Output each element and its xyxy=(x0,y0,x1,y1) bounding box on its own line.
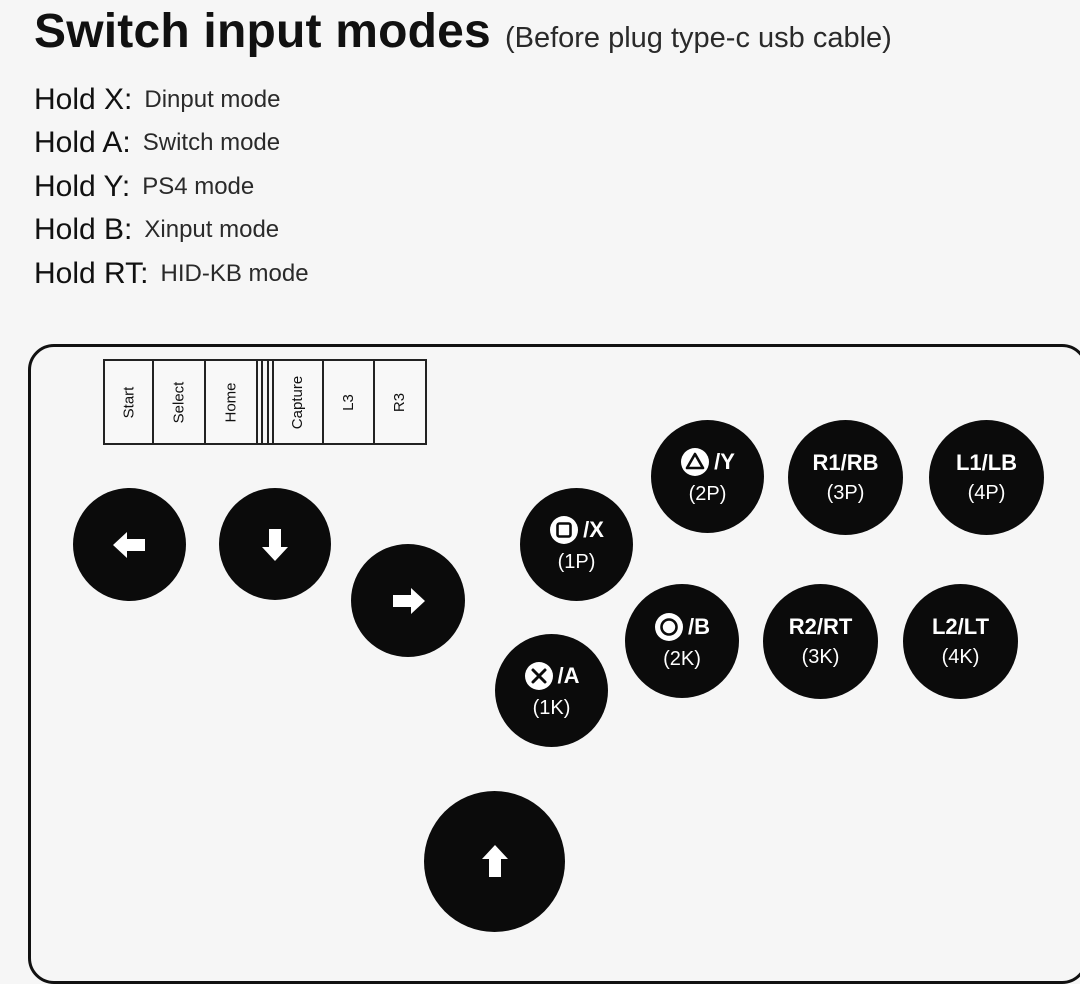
l3-label: L3 xyxy=(340,393,357,411)
circle-player: (2K) xyxy=(663,647,701,670)
circle-icon xyxy=(654,612,684,642)
mode-key: Hold Y: xyxy=(34,169,131,203)
square-icon xyxy=(549,515,579,545)
cross-player: (1K) xyxy=(532,697,571,719)
function-button-panel: Start Select Home Capture L3 R3 xyxy=(103,359,427,445)
start-label: Start xyxy=(120,386,137,418)
capture-button[interactable]: Capture xyxy=(272,359,324,445)
mode-row-switch: Hold A: Switch mode xyxy=(34,122,309,166)
mode-desc: PS4 mode xyxy=(142,172,255,200)
select-button[interactable]: Select xyxy=(154,359,206,445)
mode-row-xinput: Hold B: Xinput mode xyxy=(34,209,309,253)
triangle-icon xyxy=(680,447,710,477)
l3-button[interactable]: L3 xyxy=(324,359,375,445)
up-button[interactable] xyxy=(424,791,565,932)
r2-rt-button[interactable]: R2/RT (3K) xyxy=(763,584,878,699)
right-arrow-icon xyxy=(393,587,425,614)
r1-label: R1/RB xyxy=(812,450,879,476)
mode-desc: Xinput mode xyxy=(144,216,280,244)
panel-divider xyxy=(258,359,272,445)
left-button[interactable] xyxy=(73,488,186,601)
r2-player: (3K) xyxy=(801,645,840,668)
select-label: Select xyxy=(170,381,188,423)
page-title: Switch input modes xyxy=(34,5,491,58)
cross-icon xyxy=(524,661,554,691)
home-button[interactable]: Home xyxy=(206,359,258,445)
r3-button[interactable]: R3 xyxy=(375,359,427,445)
r1-rb-button[interactable]: R1/RB (3P) xyxy=(788,420,903,535)
right-button[interactable] xyxy=(351,544,465,657)
l1-player: (4P) xyxy=(967,481,1006,504)
r1-player: (3P) xyxy=(826,481,865,504)
mode-desc: Dinput mode xyxy=(144,85,281,113)
cross-label: /A xyxy=(557,663,580,689)
capture-label: Capture xyxy=(289,375,307,429)
page-subtitle: (Before plug type-c usb cable) xyxy=(504,22,892,54)
l1-lb-button[interactable]: L1/LB (4P) xyxy=(929,420,1044,535)
r2-label: R2/RT xyxy=(788,614,853,640)
up-arrow-icon xyxy=(481,844,508,877)
mode-desc: Switch mode xyxy=(142,129,281,157)
triangle-y-button[interactable]: /Y (2P) xyxy=(651,420,764,533)
l1-label: L1/LB xyxy=(955,450,1018,476)
start-button[interactable]: Start xyxy=(103,359,154,445)
l2-lt-button[interactable]: L2/LT (4K) xyxy=(903,584,1018,699)
l2-label: L2/LT xyxy=(931,614,990,640)
square-label: /X xyxy=(583,517,604,543)
mode-key: Hold B: xyxy=(34,213,133,247)
mode-desc: HID-KB mode xyxy=(160,259,309,287)
down-button[interactable] xyxy=(219,488,331,600)
triangle-label: /Y xyxy=(714,449,735,475)
mode-row-hidkb: Hold RT: HID-KB mode xyxy=(34,252,309,296)
mode-list: Hold X: Dinput mode Hold A: Switch mode … xyxy=(34,78,309,296)
mode-key: Hold X: xyxy=(34,82,133,116)
r3-label: R3 xyxy=(391,392,409,412)
mode-key: Hold RT: xyxy=(34,256,149,290)
home-label: Home xyxy=(222,381,240,423)
left-arrow-icon xyxy=(112,531,145,558)
square-player: (1P) xyxy=(557,551,596,573)
mode-key: Hold A: xyxy=(34,126,131,160)
circle-b-button[interactable]: /B (2K) xyxy=(625,584,739,698)
square-x-button[interactable]: /X (1P) xyxy=(520,488,633,601)
header: Switch input modes (Before plug type-c us… xyxy=(34,4,892,59)
triangle-player: (2P) xyxy=(688,483,727,505)
l2-player: (4K) xyxy=(941,645,980,668)
cross-a-button[interactable]: /A (1K) xyxy=(495,634,608,747)
mode-row-dinput: Hold X: Dinput mode xyxy=(34,78,309,122)
circle-label: /B xyxy=(688,613,710,639)
down-arrow-icon xyxy=(262,529,288,561)
mode-row-ps4: Hold Y: PS4 mode xyxy=(34,165,309,209)
